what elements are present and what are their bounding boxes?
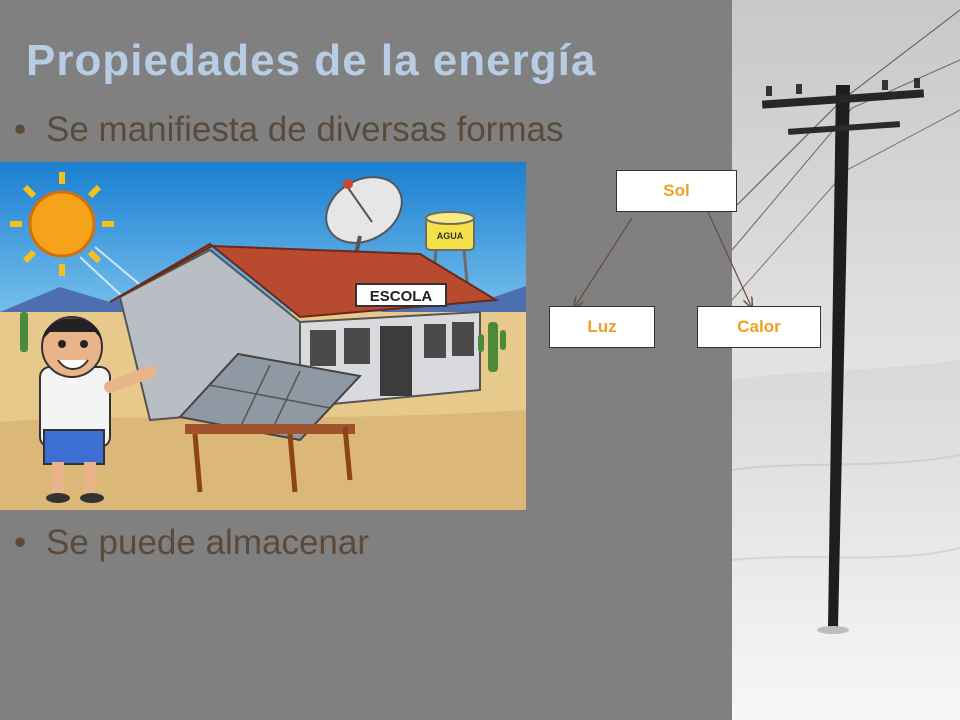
node-luz: Luz	[549, 306, 655, 348]
tank-label: AGUA	[437, 231, 464, 241]
bullet-item: • Se manifiesta de diversas formas	[14, 110, 563, 150]
sun-icon	[10, 172, 114, 276]
bullet-glyph: •	[14, 110, 27, 149]
arrow-sol-to-calor	[707, 211, 752, 308]
bullet-item: • Se puede almacenar	[14, 523, 369, 563]
slide-title: Propiedades de la energía	[26, 36, 597, 85]
solar-panel	[178, 352, 362, 493]
diagram-arrows	[540, 211, 830, 360]
solar-school-illustration: AGUA ESCOLA	[0, 162, 526, 510]
energy-forms-diagram: Sol Luz Calor	[540, 160, 830, 360]
bullet-text: Se manifiesta de diversas formas	[46, 110, 564, 149]
node-calor: Calor	[697, 306, 821, 348]
boy-character	[39, 316, 156, 503]
bullet-text: Se puede almacenar	[46, 523, 369, 562]
arrow-sol-to-luz	[574, 217, 633, 308]
bullet-glyph: •	[14, 523, 27, 562]
satellite-dish-icon	[325, 176, 403, 255]
node-sol: Sol	[616, 170, 737, 212]
cactus-icon	[20, 312, 506, 372]
water-tank-icon: AGUA	[425, 211, 475, 293]
school-sign: ESCOLA	[370, 288, 433, 305]
utility-pole-photo	[732, 0, 960, 720]
